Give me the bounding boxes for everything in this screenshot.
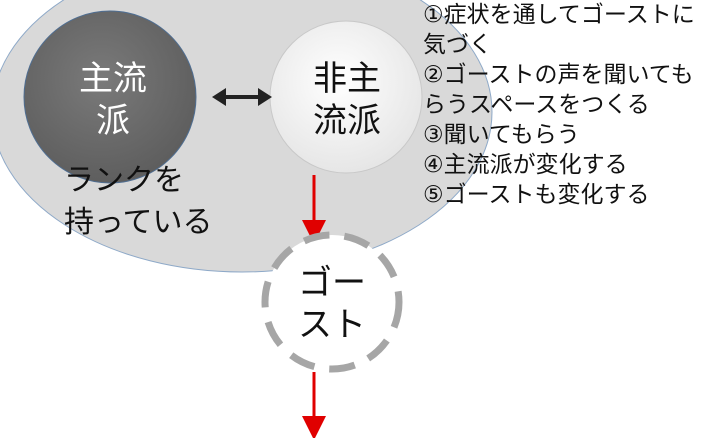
rank-label: ランクを 持っている — [64, 163, 213, 240]
non-mainstream-label: 非主 流派 — [313, 59, 381, 141]
step-item: ①症状を通してゴーストに気づく — [423, 2, 695, 58]
mainstream-circle — [23, 10, 197, 184]
double-arrow — [212, 88, 272, 106]
step-item: ②ゴーストの声を聞いてもらうスペースをつくる — [423, 62, 694, 118]
step-item: ⑤ゴーストも変化する — [423, 182, 650, 208]
ghost-circle — [261, 231, 403, 373]
mainstream-label: 主流 派 — [79, 59, 147, 141]
ghost-label: ゴー スト — [298, 263, 366, 345]
steps-list: ①症状を通してゴーストに気づく ②ゴーストの声を聞いてもらうスペースをつくる ③… — [423, 0, 711, 210]
step-item: ③聞いてもらう — [423, 122, 580, 148]
step-item: ④主流派が変化する — [423, 152, 628, 178]
